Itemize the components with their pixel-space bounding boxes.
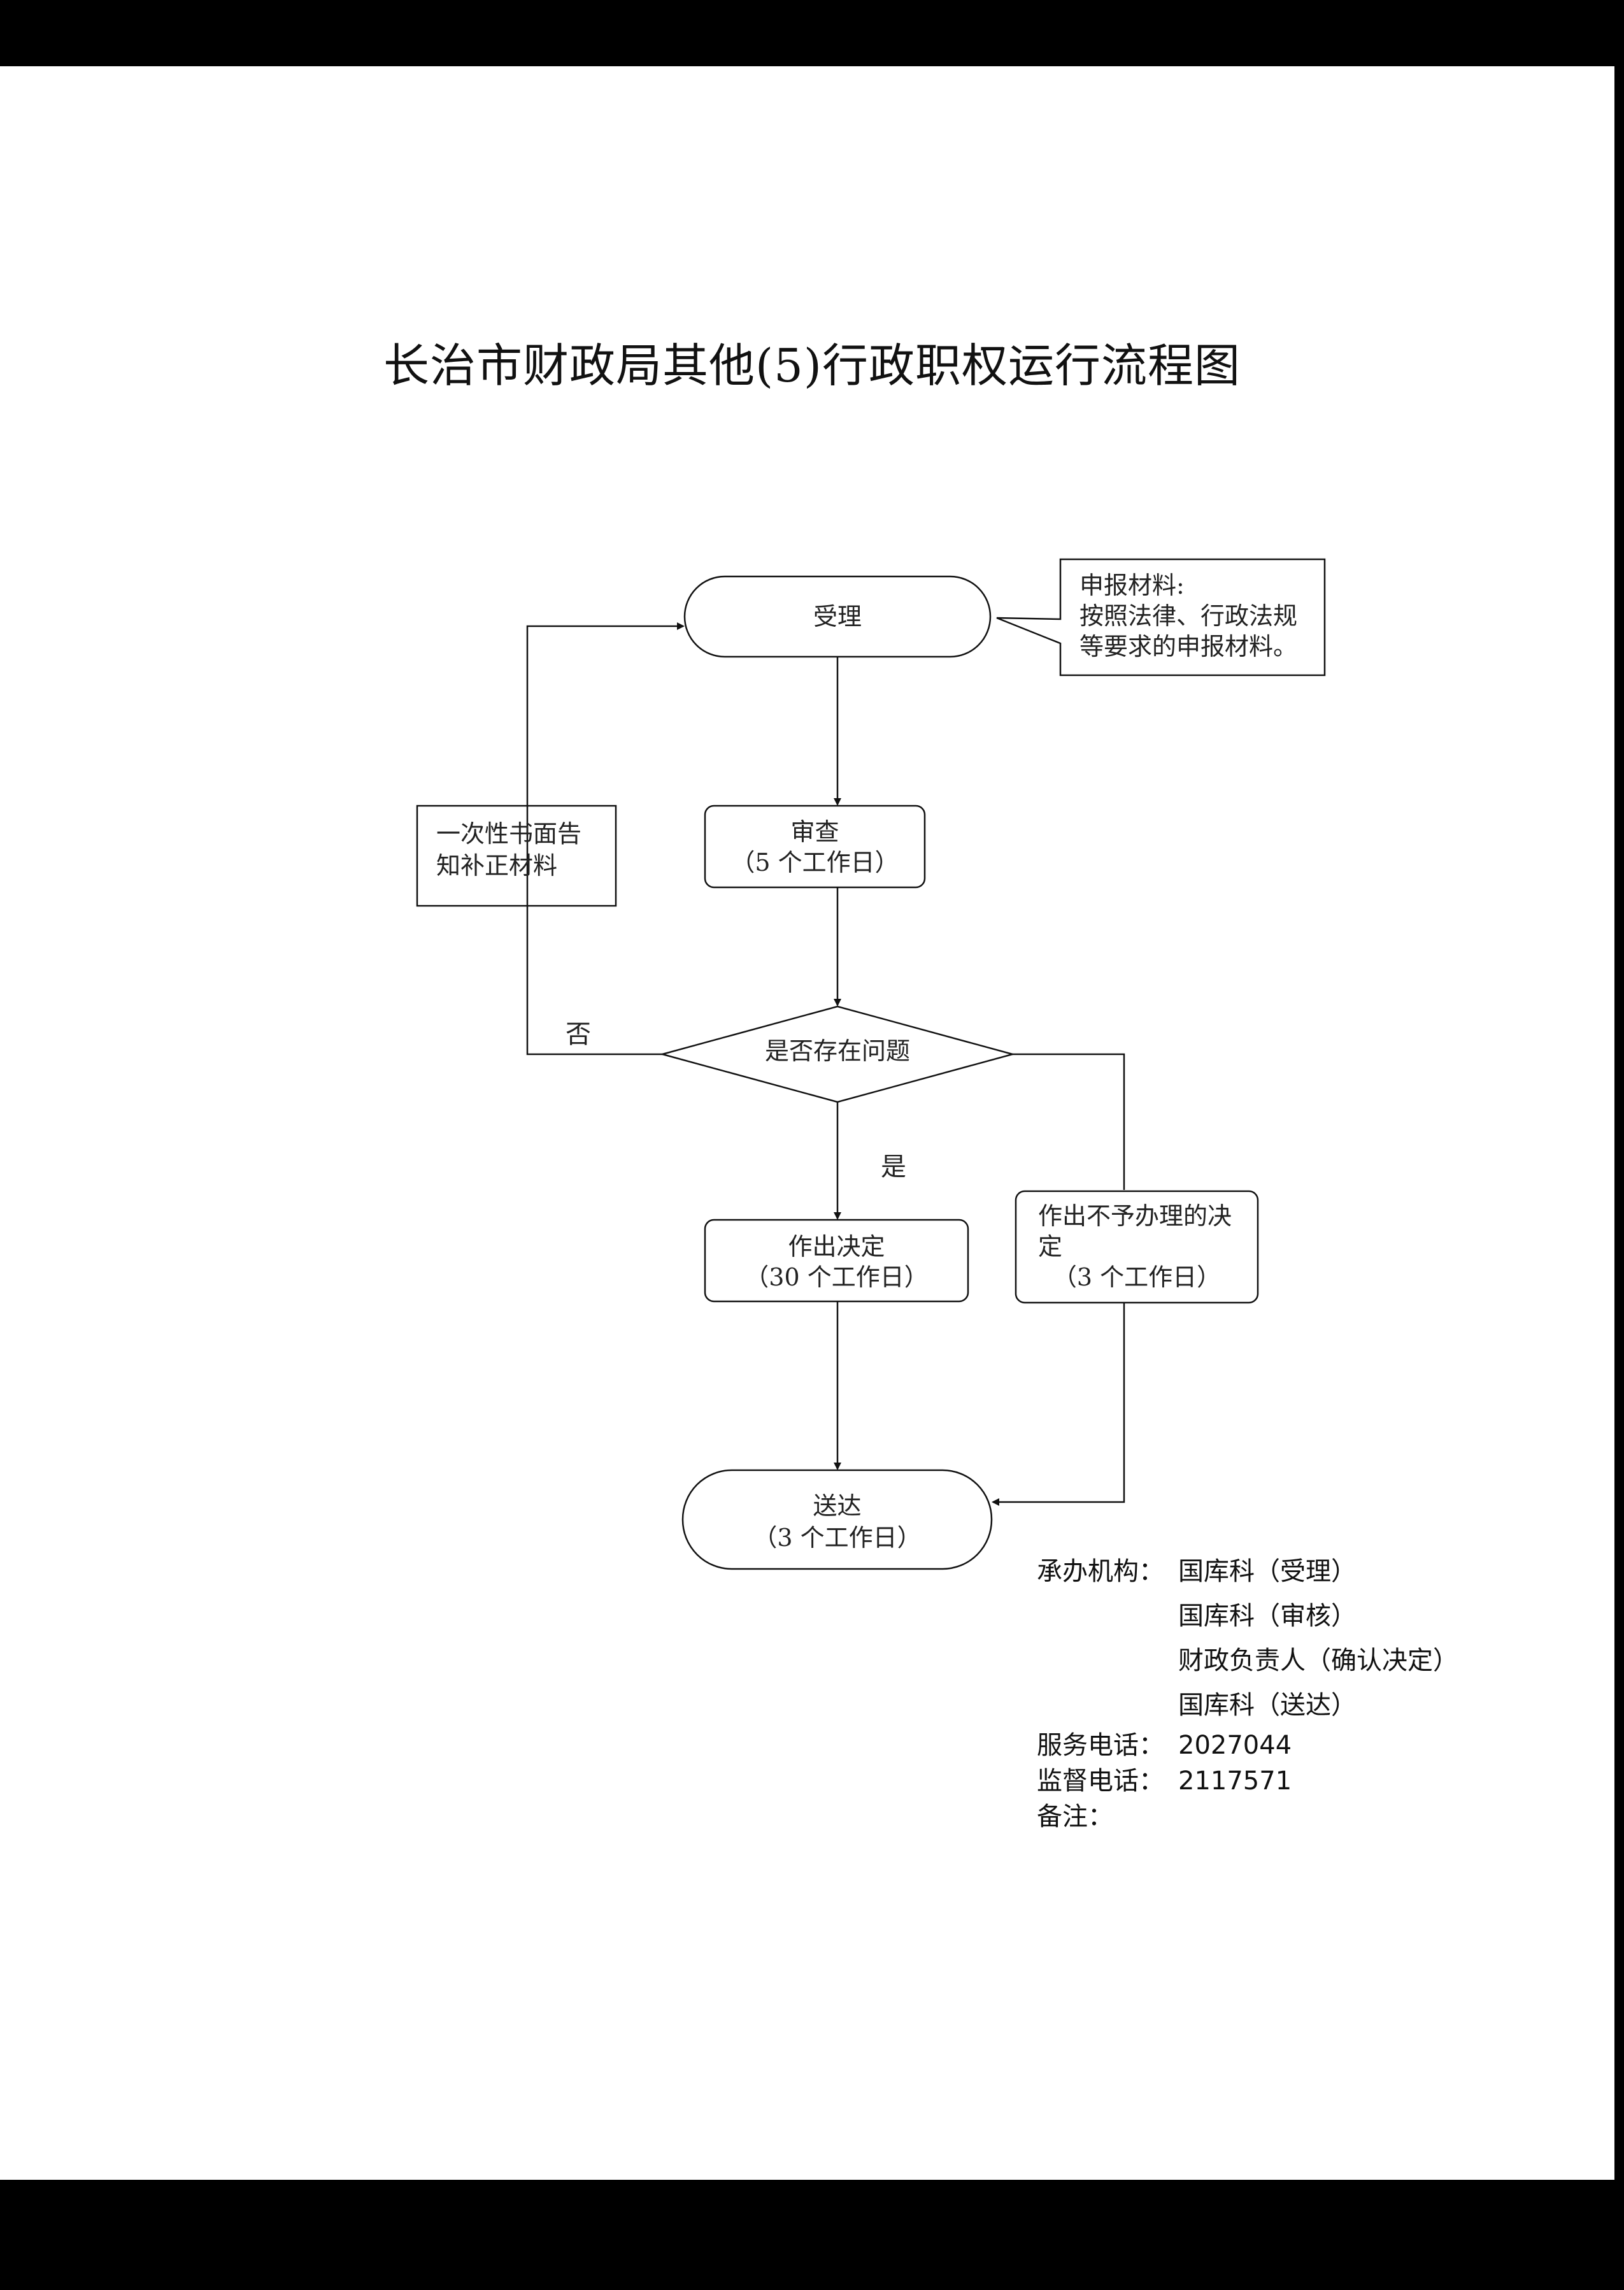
review-label: 审查 <box>790 818 839 846</box>
supervise-phone: 2117571 <box>1178 1766 1292 1796</box>
make-decision-days: （30 个工作日） <box>744 1263 929 1291</box>
edge-reject-deliver <box>992 1303 1125 1506</box>
edge-decision-no <box>526 622 685 1056</box>
yes-edge-label: 是 <box>881 1152 906 1182</box>
document-page <box>0 66 1614 2180</box>
deliver-node <box>681 1469 993 1570</box>
org-line-4: 国库科（送达） <box>1178 1691 1357 1720</box>
org-line-2: 国库科（审核） <box>1178 1601 1357 1631</box>
org-label: 承办机构： <box>1037 1557 1164 1586</box>
accept-label: 受理 <box>813 603 862 631</box>
service-phone: 2027044 <box>1178 1731 1292 1760</box>
decision-question-label: 是否存在问题 <box>764 1037 910 1065</box>
materials-note-line2: 按照法律、行政法规 <box>1079 602 1298 630</box>
reject-decision-line1: 作出不予办理的决 <box>1038 1202 1232 1230</box>
review-node <box>704 805 926 889</box>
org-line-3: 财政负责人（确认决定） <box>1178 1646 1458 1675</box>
edge-decision-reject <box>1013 1053 1125 1190</box>
reject-decision-node <box>1015 1190 1259 1304</box>
deliver-days: （3 个工作日） <box>753 1524 922 1552</box>
notify-supplement-line2: 知补正材料 <box>436 852 558 880</box>
make-decision-label: 作出决定 <box>788 1233 885 1261</box>
reject-decision-days: （3 个工作日） <box>1052 1263 1222 1291</box>
page-title: 长治市财政局其他(5)行政职权运行流程图 <box>383 339 1241 392</box>
notify-supplement-line1: 一次性书面告 <box>436 820 582 848</box>
make-decision-node <box>704 1219 969 1303</box>
reject-decision-line2: 定 <box>1038 1233 1063 1261</box>
service-phone-label: 服务电话： <box>1037 1731 1164 1760</box>
deliver-label: 送达 <box>813 1492 862 1520</box>
no-edge-label: 否 <box>566 1020 591 1049</box>
review-days: （5 个工作日） <box>730 848 899 877</box>
org-line-1: 国库科（受理） <box>1178 1557 1357 1586</box>
notify-supplement-node <box>416 805 617 907</box>
supervise-phone-label: 监督电话： <box>1037 1766 1164 1796</box>
remark-label: 备注： <box>1037 1802 1113 1831</box>
materials-note-line1: 申报材料: <box>1079 571 1185 599</box>
materials-note-line3: 等要求的申报材料。 <box>1079 633 1298 661</box>
materials-callout <box>996 558 1326 676</box>
